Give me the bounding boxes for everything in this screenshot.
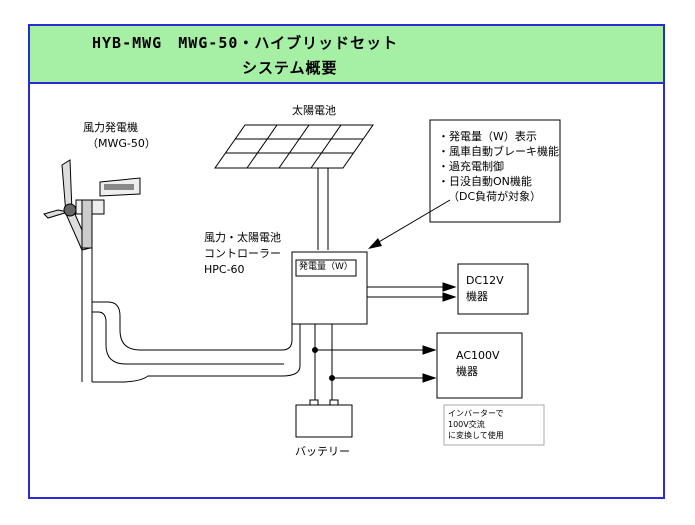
- solar-panel-label: 太陽電池: [292, 104, 336, 117]
- controller-display: [295, 259, 357, 277]
- ac-load-label: AC100V: [456, 349, 500, 362]
- dc-load-label: DC12V: [466, 274, 504, 287]
- controller-display-label: 発電量（W）: [299, 262, 353, 272]
- wind-turbine-label: 風力発電機: [83, 121, 138, 134]
- dc-load-device: 機器: [466, 290, 488, 303]
- wind-turbine: [43, 159, 141, 382]
- feature-item: （DC負荷が対象）: [448, 190, 542, 203]
- battery: [295, 399, 353, 438]
- ac-load-box: [436, 332, 523, 399]
- controller-label-2: コントローラー: [204, 247, 281, 260]
- turbine-hub: [63, 203, 77, 217]
- turbine-cable: [92, 290, 301, 383]
- controller: [291, 251, 368, 325]
- battery-lines: [312, 324, 437, 400]
- title-header: HYB-MWG MWG-50・ハイブリッドセット システム概要: [30, 26, 663, 84]
- feature-item: ・過充電制御: [438, 160, 504, 173]
- wind-turbine-model: （MWG-50）: [87, 137, 156, 150]
- features-box: [429, 119, 561, 223]
- feature-item: ・日没自動ON機能: [438, 175, 532, 188]
- title-line-1: HYB-MWG MWG-50・ハイブリッドセット: [92, 34, 399, 52]
- inverter-note-1: インバーターで: [448, 409, 504, 418]
- dc-output-lines: [367, 282, 457, 302]
- inverter-note-3: に変換して使用: [448, 431, 504, 440]
- feature-item: ・発電量（W）表示: [438, 130, 537, 143]
- ac-load-device: 機器: [456, 365, 478, 378]
- controller-model: HPC-60: [204, 263, 245, 276]
- inverter-note-2: 100V交流: [448, 420, 485, 429]
- title-line-2: システム概要: [242, 59, 338, 77]
- dc-load-box: [457, 263, 529, 315]
- feature-item: ・風車自動ブレーキ機能: [438, 145, 559, 158]
- controller-label-1: 風力・太陽電池: [204, 231, 281, 244]
- battery-label: バッテリー: [295, 445, 350, 458]
- inverter-note-box: [443, 404, 545, 446]
- features-list: ・発電量（W）表示 ・風車自動ブレーキ機能 ・過充電制御 ・日没自動ON機能 （…: [438, 129, 559, 204]
- battery-box: [295, 404, 353, 438]
- solar-panel: [214, 124, 374, 250]
- features-arrow: [368, 199, 451, 249]
